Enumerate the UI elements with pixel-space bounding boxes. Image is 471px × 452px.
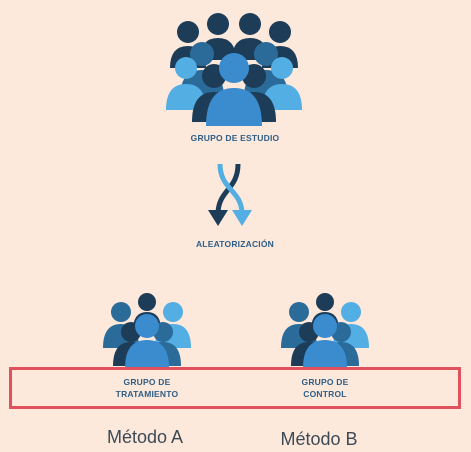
study-group-label: GRUPO DE ESTUDIO xyxy=(190,133,280,143)
treatment-group-icon xyxy=(103,293,191,368)
control-group-label: GRUPO DE CONTROL xyxy=(265,376,385,400)
treatment-group-label-line1: GRUPO DE xyxy=(123,377,171,387)
randomization-label: ALEATORIZACIÓN xyxy=(195,239,275,249)
group-labels-highlight xyxy=(9,367,461,409)
method-b-label: Método B xyxy=(280,429,358,449)
control-group-label-line2: CONTROL xyxy=(303,389,347,399)
treatment-group-label: GRUPO DE TRATAMIENTO xyxy=(87,376,207,400)
randomization-arrows-icon xyxy=(208,163,252,226)
method-a-label: Método A xyxy=(106,427,184,447)
study-group-icon xyxy=(166,13,302,126)
treatment-group-label-line2: TRATAMIENTO xyxy=(115,389,179,399)
control-group-icon xyxy=(281,293,369,368)
control-group-label-line1: GRUPO DE xyxy=(301,377,349,387)
